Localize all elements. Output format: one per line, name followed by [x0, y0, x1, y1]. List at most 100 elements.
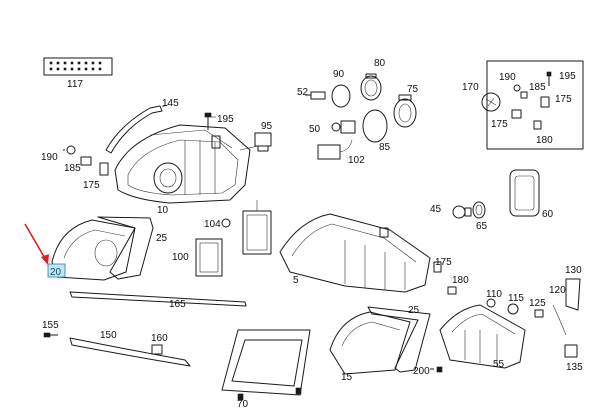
- part-95-connector[interactable]: [239, 132, 272, 152]
- part-145-seal[interactable]: [105, 105, 163, 154]
- label-130[interactable]: 130: [565, 265, 582, 276]
- label-95[interactable]: 95: [261, 121, 273, 132]
- part-120-harness[interactable]: [552, 304, 567, 336]
- label-195-b[interactable]: 195: [559, 71, 576, 82]
- label-117[interactable]: 117: [67, 79, 83, 90]
- part-175-clip-left[interactable]: [99, 162, 109, 176]
- part-25-frame-upper[interactable]: [97, 216, 154, 280]
- label-65[interactable]: 65: [476, 221, 488, 232]
- label-190-b[interactable]: 190: [499, 72, 516, 83]
- label-135[interactable]: 135: [566, 362, 583, 373]
- label-104[interactable]: 104: [204, 219, 221, 230]
- label-90[interactable]: 90: [333, 69, 345, 80]
- part-190-bulb-inset[interactable]: [513, 84, 521, 92]
- part-45-bulb[interactable]: [452, 205, 472, 219]
- part-195-screw-inset[interactable]: [546, 71, 552, 86]
- label-125[interactable]: 125: [529, 298, 546, 309]
- part-80-cap[interactable]: [360, 73, 382, 101]
- part-170-tool[interactable]: [481, 92, 501, 112]
- part-52-bulb[interactable]: [305, 91, 326, 100]
- part-25-frame-lower[interactable]: [367, 306, 431, 373]
- part-200-screw[interactable]: [430, 366, 443, 373]
- part-110-bulb[interactable]: [486, 298, 496, 308]
- part-104-clip[interactable]: [221, 218, 231, 228]
- highlight-arrow: [24, 223, 49, 265]
- part-125-plug[interactable]: [534, 309, 544, 318]
- part-135-clip[interactable]: [564, 344, 578, 358]
- label-190-a[interactable]: 190: [41, 152, 58, 163]
- label-175-d[interactable]: 175: [435, 257, 452, 268]
- label-25-a[interactable]: 25: [156, 233, 168, 244]
- label-25-b[interactable]: 25: [408, 305, 420, 316]
- label-150[interactable]: 150: [100, 330, 117, 341]
- part-10-headlamp-housing[interactable]: [114, 124, 251, 204]
- part-20-lens[interactable]: [51, 219, 136, 281]
- inset-box: [486, 60, 584, 150]
- part-155-screw[interactable]: [43, 332, 58, 338]
- part-175-clip-right[interactable]: [433, 261, 442, 273]
- part-90-ring[interactable]: [331, 84, 351, 108]
- label-45[interactable]: 45: [430, 204, 442, 215]
- part-70-frame[interactable]: [221, 329, 311, 396]
- part-180-nut-inset[interactable]: [533, 120, 542, 130]
- label-10[interactable]: 10: [157, 205, 169, 216]
- label-50[interactable]: 50: [309, 124, 321, 135]
- label-200[interactable]: 200: [413, 366, 430, 377]
- part-75-cover[interactable]: [393, 94, 417, 128]
- label-160[interactable]: 160: [151, 333, 168, 344]
- label-85[interactable]: 85: [379, 142, 391, 153]
- part-15-lens-lower[interactable]: [329, 311, 411, 375]
- label-80[interactable]: 80: [374, 58, 386, 69]
- label-115[interactable]: 115: [508, 293, 524, 304]
- part-55-lens-right[interactable]: [439, 304, 526, 369]
- part-185-socket-left[interactable]: [80, 156, 92, 166]
- control-unit[interactable]: [242, 200, 272, 255]
- label-175-b[interactable]: 175: [555, 94, 572, 105]
- label-60[interactable]: 60: [542, 209, 554, 220]
- label-180-b[interactable]: 180: [452, 275, 469, 286]
- part-102-igniter[interactable]: [317, 139, 353, 160]
- part-150-trim[interactable]: [69, 337, 191, 367]
- part-85-ring[interactable]: [362, 109, 388, 143]
- label-180-a[interactable]: 180: [536, 135, 553, 146]
- label-175-c[interactable]: 175: [491, 119, 508, 130]
- label-120[interactable]: 120: [549, 285, 566, 296]
- part-5-headlamp-right[interactable]: [279, 213, 431, 293]
- part-100-ballast[interactable]: [195, 238, 223, 277]
- label-55[interactable]: 55: [493, 359, 505, 370]
- part-60-cover[interactable]: [509, 169, 540, 217]
- label-75[interactable]: 75: [407, 84, 419, 95]
- label-15[interactable]: 15: [341, 372, 353, 383]
- label-185-b[interactable]: 185: [529, 82, 546, 93]
- label-165[interactable]: 165: [169, 299, 186, 310]
- label-5[interactable]: 5: [293, 275, 299, 286]
- label-20[interactable]: 20: [50, 267, 62, 278]
- part-50-bulb[interactable]: [331, 120, 356, 134]
- part-115-socket[interactable]: [507, 303, 519, 315]
- part-165-strip[interactable]: [69, 291, 247, 307]
- part-117-label-strip[interactable]: [43, 57, 113, 76]
- label-145[interactable]: 145: [162, 98, 179, 109]
- part-70-corner-clips: [237, 387, 302, 401]
- part-180-nut-right[interactable]: [447, 286, 457, 295]
- part-175-clip-inset-right[interactable]: [540, 96, 550, 108]
- label-102[interactable]: 102: [348, 155, 365, 166]
- part-175-clip-inset-left[interactable]: [511, 109, 522, 119]
- part-190-bulb-left[interactable]: [63, 145, 76, 155]
- part-160-clip[interactable]: [151, 344, 163, 355]
- label-175-a[interactable]: 175: [83, 180, 100, 191]
- part-20-highlight-box: [47, 263, 66, 278]
- label-170[interactable]: 170: [462, 82, 479, 93]
- label-110[interactable]: 110: [486, 289, 502, 300]
- part-195-screw-left[interactable]: [204, 112, 212, 130]
- label-100[interactable]: 100: [172, 252, 189, 263]
- label-185-a[interactable]: 185: [64, 163, 81, 174]
- part-65-socket[interactable]: [472, 201, 486, 219]
- label-70[interactable]: 70: [237, 399, 249, 410]
- part-185-socket-inset[interactable]: [520, 91, 528, 99]
- label-155[interactable]: 155: [42, 320, 59, 331]
- label-195-a[interactable]: 195: [217, 114, 234, 125]
- part-130-bracket[interactable]: [565, 278, 581, 311]
- label-52[interactable]: 52: [297, 87, 309, 98]
